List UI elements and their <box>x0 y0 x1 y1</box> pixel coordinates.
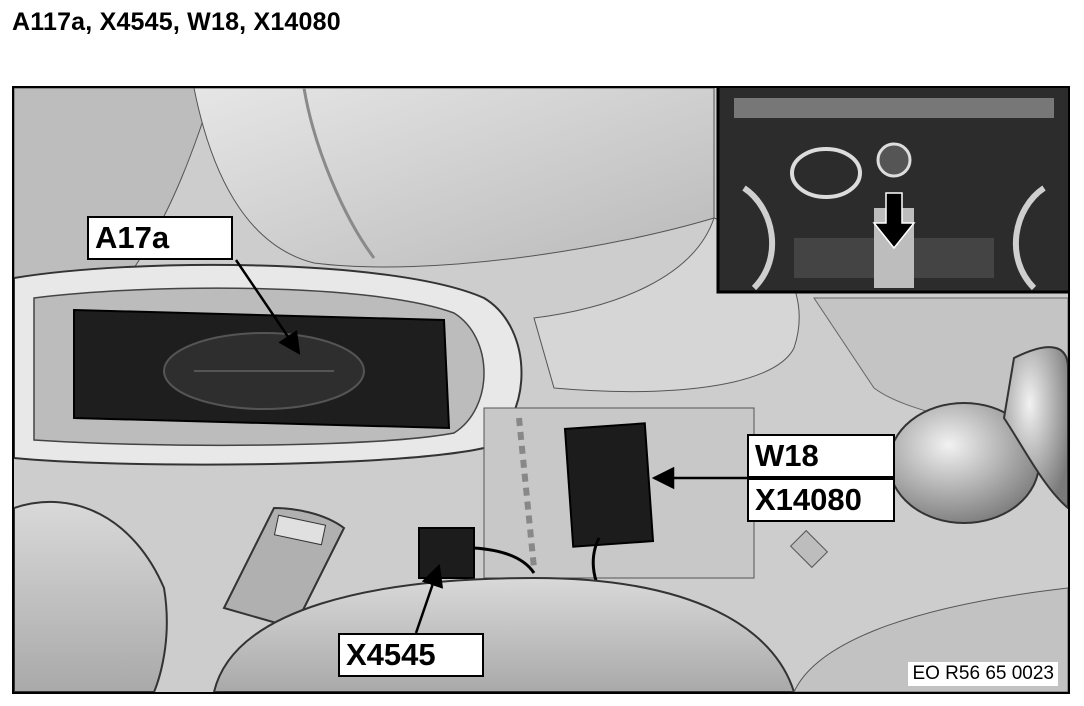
illustration-drawing <box>14 88 1068 692</box>
page-title: A117a, X4545, W18, X14080 <box>12 8 341 36</box>
callout-w18: W18 <box>747 434 895 478</box>
figure-id: EO R56 65 0023 <box>908 662 1058 686</box>
callout-a17a: A17a <box>87 216 233 260</box>
callout-x4545: X4545 <box>338 633 484 677</box>
callout-x14080: X14080 <box>747 478 895 522</box>
diagram-illustration: A17a W18 X14080 X4545 EO R56 65 0023 <box>12 86 1070 694</box>
